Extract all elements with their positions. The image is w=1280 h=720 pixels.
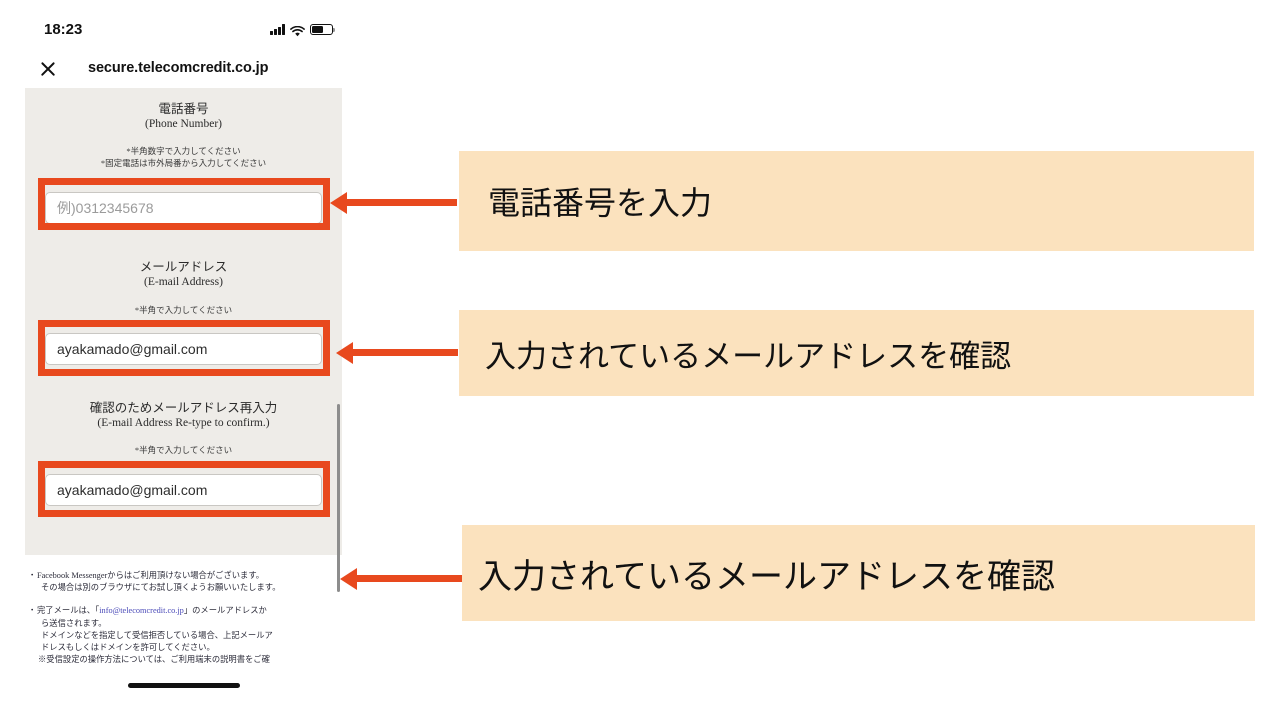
note-line-suffix: 」のメールアドレスか <box>183 606 267 616</box>
note-line: ら送信されます。 <box>41 618 107 628</box>
field-email-confirm: 確認のためメールアドレス再入力 (E-mail Address Re-type … <box>25 401 342 456</box>
note-item: ・ Facebook Messengerからはご利用頂けない場合がございます。 <box>25 570 342 582</box>
field-email-confirm-title-en: (E-mail Address Re-type to confirm.) <box>97 417 270 429</box>
support-email-link[interactable]: info@telecomcredit.co.jp <box>99 606 184 616</box>
field-phone-hint-2: *固定電話は市外局番から入力してください <box>100 158 267 168</box>
callout-email: 入力されているメールアドレスを確認 <box>459 310 1254 396</box>
field-phone-hint-1: *半角数字で入力してください <box>126 146 241 156</box>
note-line: ドメインなどを指定して受信拒否している場合、上記メールア <box>41 630 273 640</box>
note-item: ドメインなどを指定して受信拒否している場合、上記メールア <box>25 630 342 642</box>
note-bullet: ・ <box>28 571 37 580</box>
phone-number-input[interactable]: 例)0312345678 <box>45 192 322 224</box>
note-bullet: ・ <box>28 606 37 616</box>
page-scrollbar[interactable] <box>337 404 340 592</box>
note-line: ※受信設定の操作方法については、ご利用端末の説明書をご確 <box>38 655 270 665</box>
callout-email-confirm: 入力されているメールアドレスを確認 <box>462 525 1255 621</box>
close-icon[interactable] <box>38 58 58 78</box>
home-indicator <box>128 683 240 688</box>
callout-email-text: 入力されているメールアドレスを確認 <box>485 338 1012 375</box>
field-email-confirm-hint-1: *半角で入力してください <box>134 445 233 455</box>
note-line: ドレスもしくはドメインを許可してください。 <box>41 643 215 653</box>
email-confirm-input[interactable]: ayakamado@gmail.com <box>45 474 322 506</box>
field-email-title-en: (E-mail Address) <box>144 276 223 288</box>
note-line: Facebook Messengerからはご利用頂けない場合がございます。 <box>37 571 265 580</box>
field-phone-number: 電話番号 (Phone Number) *半角数字で入力してください *固定電話… <box>25 102 342 169</box>
status-bar-icons <box>270 22 336 37</box>
footer-notes: ・ Facebook Messengerからはご利用頂けない場合がございます。 … <box>25 558 342 678</box>
browser-top-bar: secure.telecomcredit.co.jp <box>0 48 362 88</box>
note-item: その場合は別のブラウザにてお試し頂くようお願いいたします。 <box>25 582 342 594</box>
status-bar-time: 18:23 <box>44 21 83 38</box>
note-line-prefix: 完了メールは、「 <box>37 606 100 616</box>
wifi-icon <box>290 24 305 37</box>
note-line: その場合は別のブラウザにてお試し頂くようお願いいたします。 <box>41 583 281 593</box>
field-email-confirm-title-ja: 確認のためメールアドレス再入力 <box>89 401 278 415</box>
field-email-hint-1: *半角で入力してください <box>134 305 233 315</box>
field-phone-title-en: (Phone Number) <box>145 118 222 130</box>
phone-screenshot: 18:23 secure.telecomcredit.co.jp <box>0 0 362 720</box>
form-viewport[interactable]: 電話番号 (Phone Number) *半角数字で入力してください *固定電話… <box>25 88 342 555</box>
site-host-label: secure.telecomcredit.co.jp <box>88 60 269 76</box>
status-bar: 18:23 <box>0 0 362 48</box>
note-item: ※受信設定の操作方法については、ご利用端末の説明書をご確 <box>25 654 342 666</box>
field-email: メールアドレス (E-mail Address) *半角で入力してください <box>25 260 342 316</box>
email-input[interactable]: ayakamado@gmail.com <box>45 333 322 365</box>
callout-phone-number: 電話番号を入力 <box>459 151 1254 251</box>
field-email-title-ja: メールアドレス <box>139 260 228 274</box>
cellular-signal-icon <box>270 24 285 35</box>
field-phone-title-ja: 電話番号 <box>158 102 209 116</box>
note-item: ら送信されます。 <box>25 618 342 630</box>
note-item: ドレスもしくはドメインを許可してください。 <box>25 642 342 654</box>
callout-email-confirm-text: 入力されているメールアドレスを確認 <box>478 556 1055 597</box>
note-item: ・ 完了メールは、「info@telecomcredit.co.jp」のメールア… <box>25 605 342 617</box>
callout-phone-number-text: 電話番号を入力 <box>488 184 713 222</box>
battery-icon <box>310 23 336 36</box>
